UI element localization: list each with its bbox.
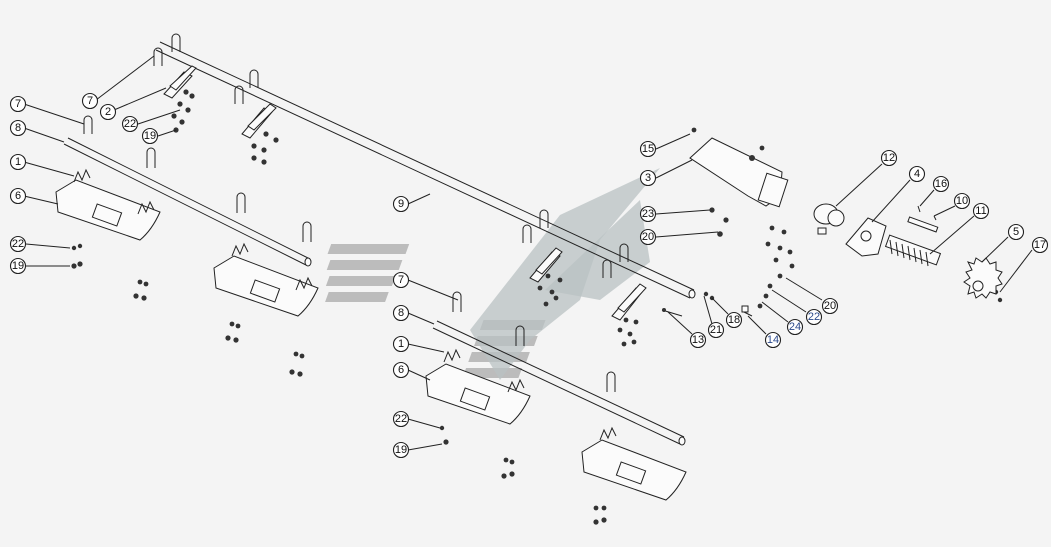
svg-text:10: 10 <box>956 195 968 207</box>
svg-text:22: 22 <box>808 311 820 323</box>
svg-text:20: 20 <box>824 300 836 312</box>
sprocket <box>963 257 1003 299</box>
svg-text:8: 8 <box>398 307 404 319</box>
svg-text:13: 13 <box>692 334 704 346</box>
callout-20-right-a: 20 <box>639 228 657 246</box>
svg-text:1: 1 <box>398 338 404 350</box>
callout-20-right-b: 20 <box>821 297 839 315</box>
u-bolts <box>83 33 629 392</box>
svg-text:12: 12 <box>883 152 895 164</box>
svg-text:15: 15 <box>642 143 654 155</box>
callout-3-right: 3 <box>639 169 657 187</box>
svg-text:7: 7 <box>398 274 404 286</box>
callout-22-right: 22 <box>805 308 823 326</box>
callout-18-right: 18 <box>725 311 743 329</box>
mount-brackets <box>163 65 647 321</box>
shaft-left <box>63 137 312 267</box>
flange-bracket <box>845 217 887 257</box>
svg-text:21: 21 <box>710 324 722 336</box>
callout-23-right: 23 <box>639 205 657 223</box>
callout-1-center: 1 <box>392 335 410 353</box>
svg-text:23: 23 <box>642 208 654 220</box>
svg-text:24: 24 <box>789 321 801 333</box>
callout-7-left: 7 <box>9 95 27 113</box>
callout-2-top-left: 2 <box>99 103 117 121</box>
svg-text:5: 5 <box>1013 226 1019 238</box>
bearing-housing <box>813 203 845 235</box>
callout-11-right: 11 <box>972 202 990 220</box>
svg-text:3: 3 <box>645 172 651 184</box>
svg-text:16: 16 <box>935 178 947 190</box>
svg-text:6: 6 <box>398 364 404 376</box>
callout-22-left: 22 <box>9 235 27 253</box>
shaft-center <box>432 320 686 446</box>
callout-17-right: 17 <box>1031 236 1049 254</box>
callout-19-left: 19 <box>9 257 27 275</box>
svg-text:19: 19 <box>144 130 156 142</box>
callout-6-center: 6 <box>392 361 410 379</box>
svg-text:22: 22 <box>12 238 24 250</box>
callout-4-right: 4 <box>908 165 926 183</box>
shield-center-1 <box>425 348 531 425</box>
svg-text:17: 17 <box>1034 239 1046 251</box>
shield-left-1 <box>55 168 161 241</box>
svg-text:20: 20 <box>642 231 654 243</box>
svg-text:19: 19 <box>395 444 407 456</box>
svg-text:7: 7 <box>87 95 93 107</box>
bolt-small <box>661 305 753 317</box>
callout-19-center: 19 <box>392 441 410 459</box>
callout-9-middle: 9 <box>392 195 410 213</box>
svg-text:9: 9 <box>398 198 404 210</box>
svg-text:8: 8 <box>15 122 21 134</box>
svg-text:7: 7 <box>15 98 21 110</box>
callout-22-top-left: 22 <box>121 115 139 133</box>
svg-text:4: 4 <box>914 168 920 180</box>
shaft-main-long <box>155 41 696 299</box>
svg-text:1: 1 <box>15 156 21 168</box>
callout-13-right: 13 <box>689 331 707 349</box>
callout-7-center: 7 <box>392 271 410 289</box>
svg-text:22: 22 <box>395 413 407 425</box>
svg-text:14: 14 <box>767 334 779 346</box>
callout-5-right: 5 <box>1007 223 1025 241</box>
svg-text:6: 6 <box>15 190 21 202</box>
callout-16-right: 16 <box>932 175 950 193</box>
shield-left-2 <box>213 242 319 317</box>
callout-8-left: 8 <box>9 119 27 137</box>
key-and-pin <box>907 205 939 233</box>
callout-24-right: 24 <box>786 318 804 336</box>
callout-7-top-left: 7 <box>81 92 99 110</box>
callout-22-center: 22 <box>392 410 410 428</box>
gearbox-housing <box>689 127 789 208</box>
nuts-hardware <box>71 89 1003 525</box>
svg-text:18: 18 <box>728 314 740 326</box>
callout-10-right: 10 <box>953 192 971 210</box>
callout-19-top-left: 19 <box>141 127 159 145</box>
callout-15-right: 15 <box>639 140 657 158</box>
shield-center-2 <box>581 426 687 501</box>
watermark-logo <box>325 168 660 380</box>
callout-12-right: 12 <box>880 149 898 167</box>
callout-8-center: 8 <box>392 304 410 322</box>
threaded-shaft <box>884 234 942 267</box>
callout-1-left: 1 <box>9 153 27 171</box>
svg-text:2: 2 <box>105 106 111 118</box>
svg-text:11: 11 <box>975 205 986 217</box>
svg-text:22: 22 <box>124 118 136 130</box>
callout-21-right: 21 <box>707 321 725 339</box>
callout-6-left: 6 <box>9 187 27 205</box>
callout-14-right: 14 <box>764 331 782 349</box>
callout-bubbles: 7 2 22 19 7 8 1 6 22 19 9 7 8 1 6 22 19 … <box>9 92 1049 459</box>
leader-lines <box>23 55 1033 451</box>
svg-text:19: 19 <box>12 260 24 272</box>
